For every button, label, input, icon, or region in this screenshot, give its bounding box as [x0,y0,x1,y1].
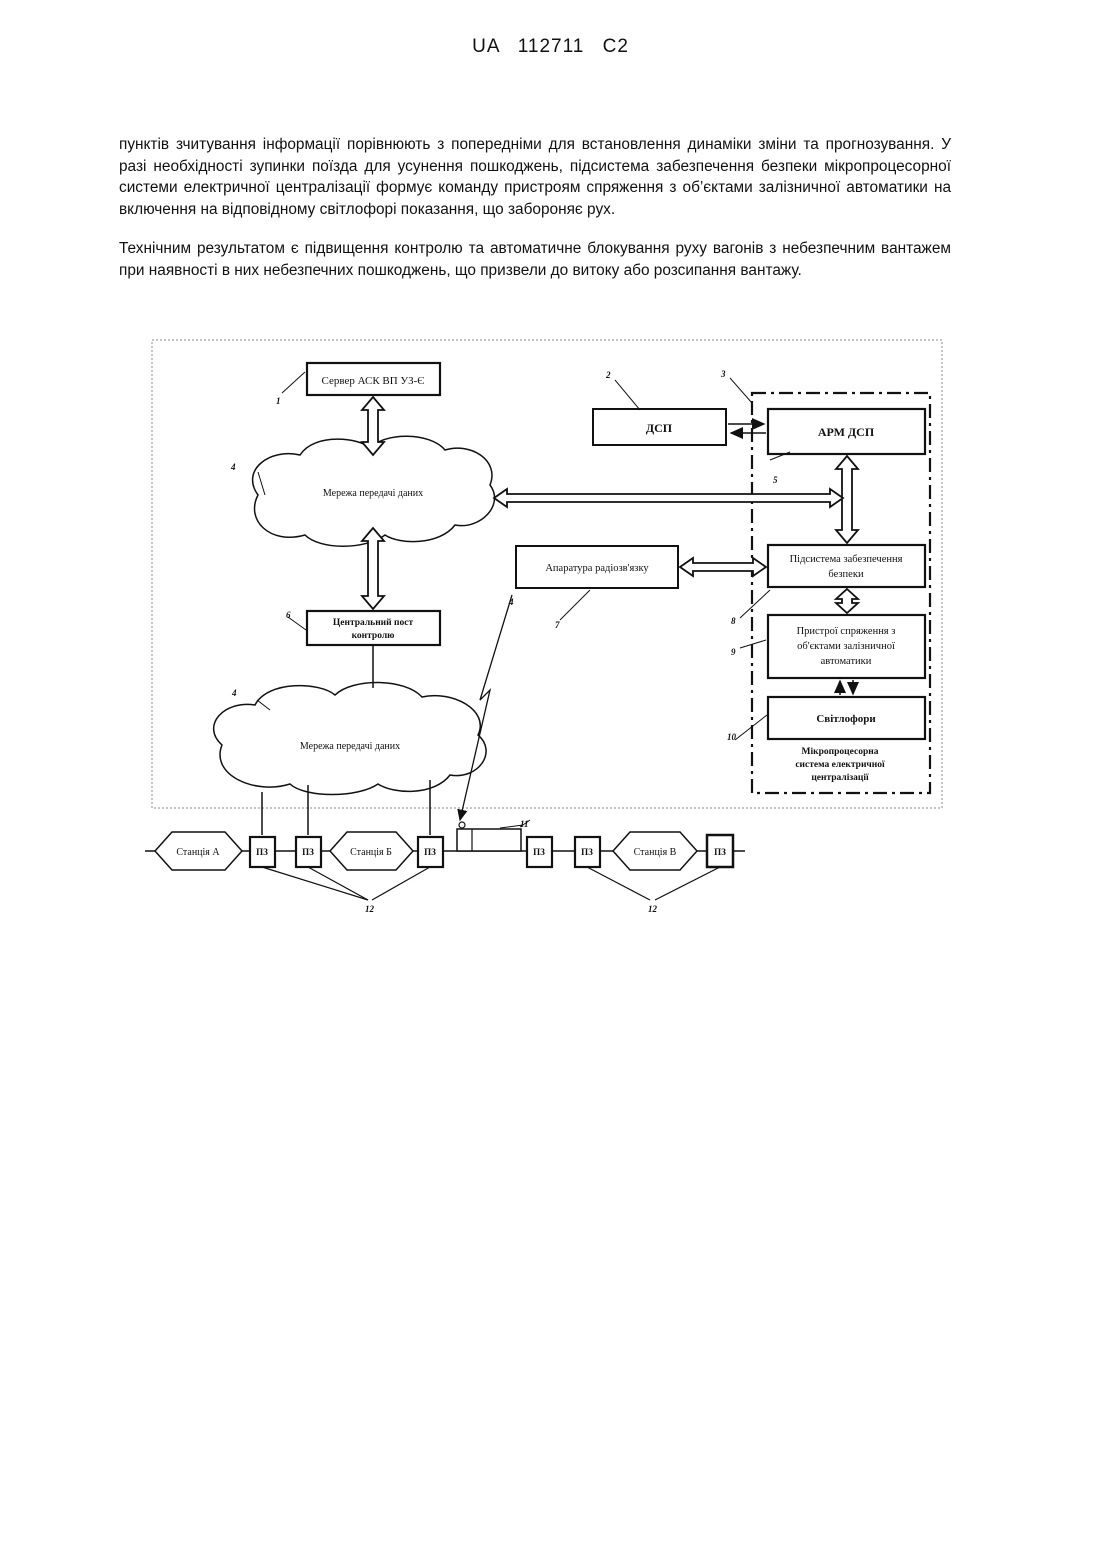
safety-label-1: Підсистема забезпечення [790,554,903,565]
signals-label: Світлофори [816,713,876,725]
arm-dsp-label: АРМ ДСП [818,425,875,439]
ref-6: 6 [286,610,291,620]
ref-9: 9 [731,647,736,657]
ref-4a: 4 [230,462,236,472]
ref-4b: 4 [231,688,237,698]
train [457,829,521,851]
train-antenna [459,822,465,828]
pz-2-label: ПЗ [302,847,314,857]
ref-12b: 12 [648,904,658,914]
network-bottom-label: Мережа передачі даних [300,741,400,752]
network-top-label: Мережа передачі даних [323,488,423,499]
pz-5-label: ПЗ [581,847,593,857]
station-a-label: Станція А [176,847,220,858]
ref-5: 5 [773,475,778,485]
ref-10: 10 [727,732,737,742]
mpc-label-3: централізації [811,772,869,783]
safety-label-2: безпеки [828,569,864,580]
ref-3: 3 [720,369,726,379]
ref-radio-link: 4 [508,597,514,607]
pz-4-label: ПЗ [533,847,545,857]
network-cloud-bottom [214,682,486,794]
server-label: Сервер АСК ВП УЗ-Є [321,375,424,387]
radio-label: Апаратура радіозв'язку [545,563,649,574]
ref-12a: 12 [365,904,375,914]
station-b-label: Станція Б [350,847,392,858]
mpc-label-2: система електричної [795,760,885,770]
safety-box [768,545,925,587]
ref-8: 8 [731,616,736,626]
ref-1: 1 [276,396,281,406]
station-v-label: Станція В [634,847,677,858]
ref-7: 7 [555,620,560,630]
ref-11: 11 [520,819,529,829]
interface-label-3: автоматики [821,656,872,667]
central-post-label-1: Центральний пост [333,617,414,628]
central-post-label-2: контролю [352,631,395,641]
dsp-label: ДСП [646,421,673,435]
pz-6-label: ПЗ [714,847,726,857]
ref-2: 2 [605,370,611,380]
interface-label-1: Пристрої спряження з [797,626,896,637]
pz-3-label: ПЗ [424,847,436,857]
mpc-label-1: Мікропроцесорна [802,746,879,757]
interface-label-2: об'єктами залізничної [797,641,895,652]
leader-lines-12 [262,867,720,900]
pz-1-label: ПЗ [256,847,268,857]
